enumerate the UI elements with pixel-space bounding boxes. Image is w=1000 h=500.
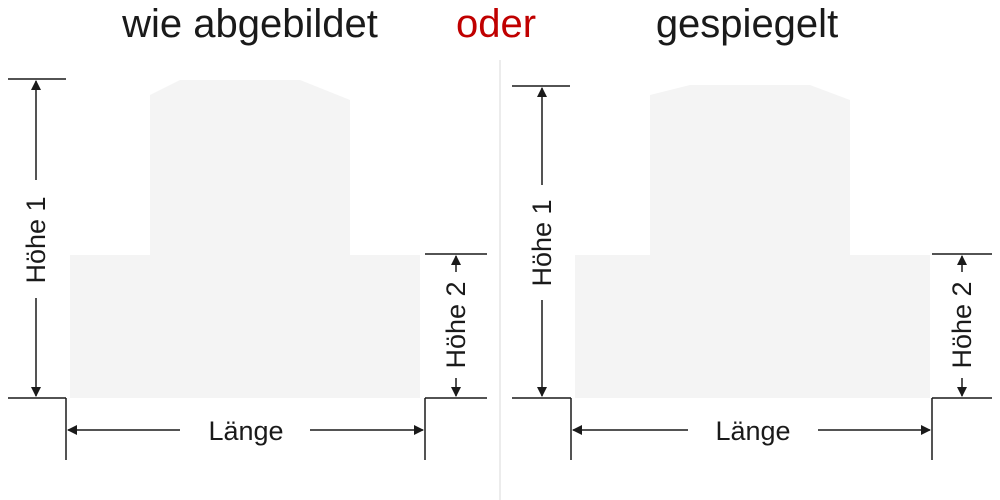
length-label: Länge: [715, 416, 790, 446]
length-label: Länge: [208, 416, 283, 446]
height1-label: Höhe 1: [21, 196, 51, 283]
decal-silhouette: [575, 85, 930, 398]
decal-silhouette: [70, 80, 420, 398]
title-or: oder: [456, 2, 536, 46]
height1-label: Höhe 1: [527, 199, 557, 286]
height2-label: Höhe 2: [441, 281, 471, 368]
panel-as-shown: Höhe 1 Höhe 2 Länge: [8, 78, 487, 460]
height2-label: Höhe 2: [947, 281, 977, 368]
title-as-shown: wie abgebildet: [121, 2, 378, 46]
panel-mirrored: Höhe 1 Höhe 2 Länge: [512, 85, 992, 460]
title-mirrored: gespiegelt: [656, 2, 838, 46]
